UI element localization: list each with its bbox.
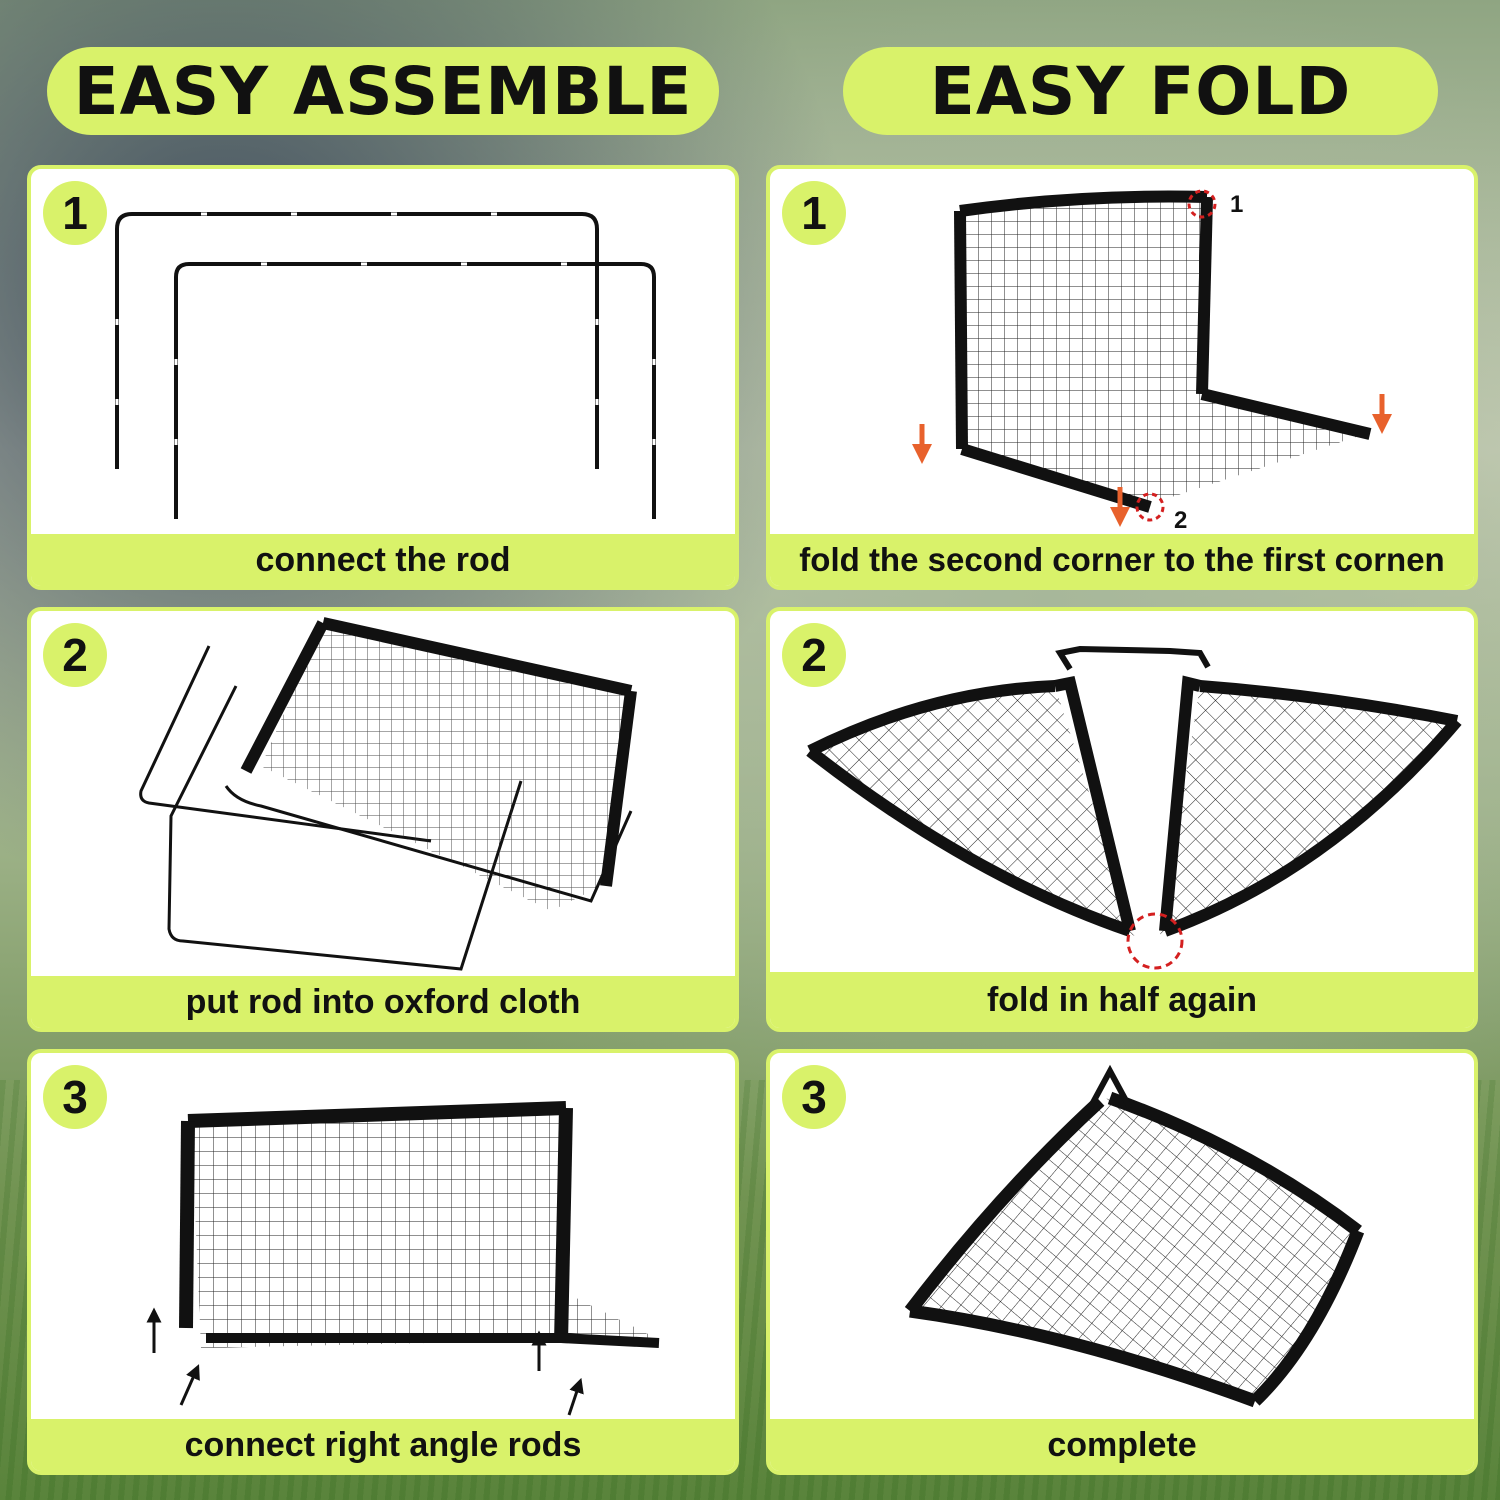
step-caption: put rod into oxford cloth [31, 976, 735, 1028]
arrow-diagonal-icon [567, 1377, 584, 1416]
marker-label-2: 2 [1174, 507, 1188, 534]
net-mesh [261, 623, 631, 911]
step-badge: 2 [782, 623, 846, 687]
net-mesh [910, 1098, 1358, 1398]
easy-assemble-header: EASY ASSEMBLE [47, 47, 719, 135]
step-badge: 1 [782, 181, 846, 245]
fold-half-illustration [806, 645, 1462, 970]
rod-frames-illustration [115, 212, 656, 519]
step-caption: connect right angle rods [31, 1419, 735, 1471]
net-mesh [960, 197, 1365, 504]
fold-point-marker [1126, 912, 1184, 970]
assemble-step-1-panel: 1 connect the rod [27, 165, 739, 590]
assemble-step-3-panel: 3 connect right angle rods [27, 1049, 739, 1475]
fold-step-2-panel: 2 fold in half again [766, 607, 1478, 1032]
step-badge: 3 [782, 1065, 846, 1129]
goal-assembled-illustration [146, 1101, 660, 1416]
corner-marker-2 [1135, 492, 1165, 522]
assemble-step-2-panel: 2 put rod into oxford cloth [27, 607, 739, 1032]
step-badge: 2 [43, 623, 107, 687]
rod-into-cloth-illustration [139, 617, 637, 971]
fold-step-3-panel: 3 complete [766, 1049, 1478, 1475]
fold-corner-illustration [912, 189, 1392, 527]
step-badge: 3 [43, 1065, 107, 1129]
step-caption: fold in half again [770, 972, 1474, 1028]
step-caption: complete [770, 1419, 1474, 1471]
net-mesh-right [1160, 686, 1455, 936]
step-caption: connect the rod [31, 534, 735, 586]
easy-fold-header: EASY FOLD [843, 47, 1438, 135]
step-caption: fold the second corner to the first corn… [770, 534, 1474, 586]
fold-step-1-panel: 1 2 1 fold the second corner to the firs… [766, 165, 1478, 590]
net-mesh [191, 1103, 656, 1348]
folded-complete-illustration [904, 1064, 1365, 1408]
marker-label-1: 1 [1230, 191, 1244, 218]
step-badge: 1 [43, 181, 107, 245]
corner-marker-1 [1187, 189, 1217, 219]
net-mesh-left [810, 686, 1135, 936]
arrow-diagonal-icon [179, 1364, 200, 1406]
